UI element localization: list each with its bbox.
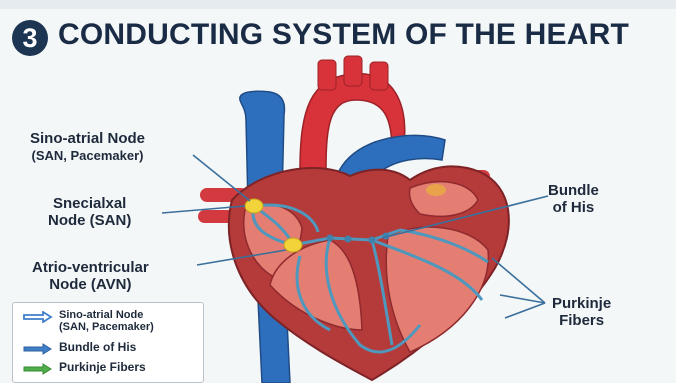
sa-node (245, 199, 263, 213)
label-purkinje-line1: Purkinje (552, 295, 611, 312)
label-specialized-node: Snecialxal Node (SAN) (48, 195, 131, 229)
legend-text-bundle: Bundle of His (59, 341, 136, 354)
arrow-right-icon (23, 363, 53, 375)
av-node (284, 238, 302, 252)
label-specialized-line1: Snecialxal (48, 195, 131, 212)
legend-item-san: Sino-atrial Node (SAN, Pacemaker) (23, 309, 154, 333)
arrow-right-icon (23, 311, 53, 323)
arrow-right-icon (23, 343, 53, 355)
label-bundle-line2: of His (548, 199, 599, 216)
label-purkinje-line2: Fibers (552, 312, 611, 329)
label-purkinje-fibers: Purkinje Fibers (552, 295, 611, 329)
legend-san-line1: Sino-atrial Node (59, 309, 154, 321)
label-specialized-line2: Node (SAN) (48, 212, 131, 229)
label-avn-line2: Node (AVN) (32, 276, 149, 293)
legend-text-san: Sino-atrial Node (SAN, Pacemaker) (59, 309, 154, 333)
label-bundle-of-his: Bundle of His (548, 182, 599, 216)
label-bundle-line1: Bundle (548, 182, 599, 199)
legend-box: Sino-atrial Node (SAN, Pacemaker) Bundle… (12, 302, 204, 383)
legend-item-purkinje: Purkinje Fibers (23, 361, 146, 375)
label-sino-atrial-node: Sino-atrial Node (SAN, Pacemaker) (30, 130, 145, 164)
legend-item-bundle: Bundle of His (23, 341, 136, 355)
legend-text-purkinje: Purkinje Fibers (59, 361, 146, 374)
legend-san-line2: (SAN, Pacemaker) (59, 321, 154, 333)
pulmonary-vein-opening (426, 184, 446, 196)
label-atrio-ventricular-node: Atrio-ventricular Node (AVN) (32, 259, 149, 293)
label-san-line2: (SAN, Pacemaker) (30, 147, 145, 164)
label-san-line1: Sino-atrial Node (30, 130, 145, 147)
label-avn-line1: Atrio-ventricular (32, 259, 149, 276)
